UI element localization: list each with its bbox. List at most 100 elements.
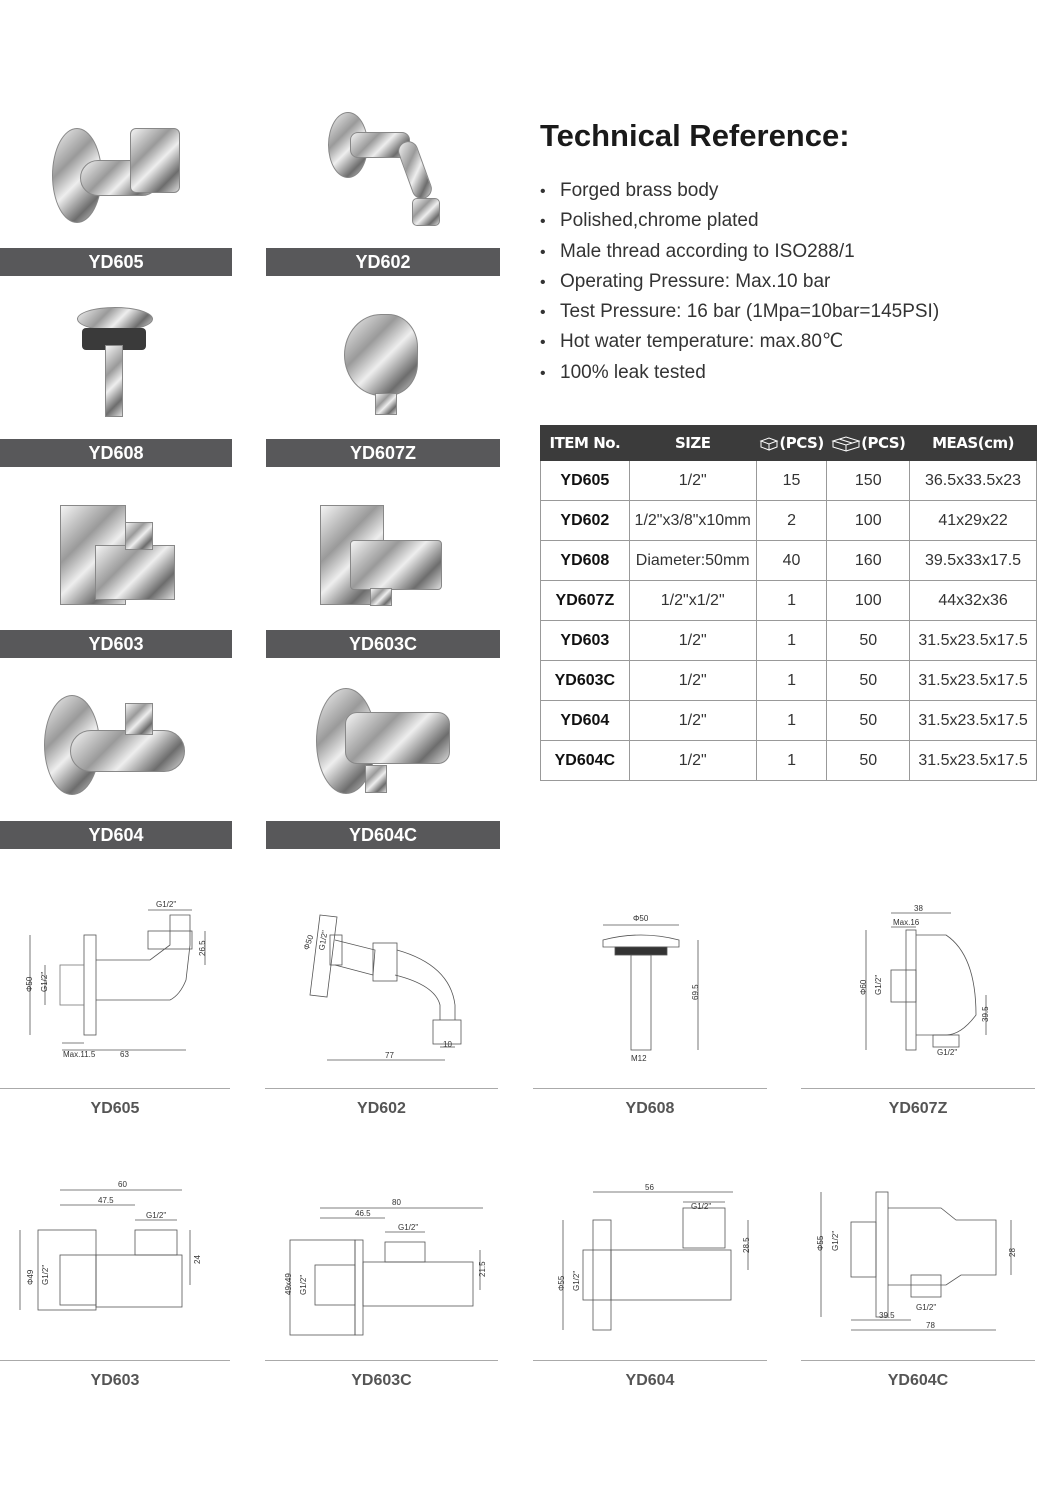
meas-cell: 36.5x33.5x23 (909, 460, 1037, 501)
meas-cell: 31.5x23.5x17.5 (909, 620, 1037, 661)
svg-text:10: 10 (443, 1040, 452, 1049)
size-cell: 1/2" (628, 700, 757, 741)
inner-box-icon (759, 436, 779, 451)
carton-pcs-cell: 50 (826, 740, 911, 781)
drawing-label: YD604 (625, 1372, 675, 1389)
drawing-label: YD603 (90, 1372, 140, 1389)
table-header-row: ITEM No. SIZE (PCS) (PCS) MEAS(cm) (540, 425, 1037, 461)
feature-item: •Forged brass body (540, 176, 939, 206)
svg-text:Φ50: Φ50 (25, 976, 34, 992)
carton-pcs-cell: 50 (826, 700, 911, 741)
bullet-icon: • (540, 243, 546, 261)
product-label: YD603 (0, 630, 232, 658)
svg-text:Max.16: Max.16 (893, 918, 920, 927)
drawing-yd608: Φ50 69.5 M12 (533, 895, 767, 1065)
carton-pcs-cell: 50 (826, 620, 911, 661)
inner-pcs-cell: 1 (755, 620, 828, 661)
bullet-icon: • (540, 273, 546, 291)
inner-pcs-cell: 1 (755, 700, 828, 741)
meas-cell: 44x32x36 (909, 580, 1037, 621)
spec-table: ITEM No. SIZE (PCS) (PCS) MEAS(cm) YD605… (540, 425, 1037, 781)
inner-pcs-cell: 1 (755, 740, 828, 781)
bullet-icon: • (540, 334, 546, 352)
svg-text:G1/2": G1/2" (398, 1223, 418, 1232)
drawing-yd603c: 80 46.5 G1/2" 49x49 G1/2" 21.5 (265, 1180, 498, 1345)
size-cell: 1/2"x3/8"x10mm (628, 500, 757, 541)
svg-text:G1/2": G1/2" (146, 1211, 166, 1220)
drawing-yd607z: 38 Max.16 Φ60 G1/2" 39.5 G1/2" (801, 895, 1035, 1065)
carton-pcs-cell: 150 (826, 460, 911, 501)
product-label: YD605 (0, 248, 232, 276)
feature-item: •Male thread according to ISO288/1 (540, 237, 939, 267)
svg-text:G1/2": G1/2" (572, 1271, 581, 1291)
svg-text:Φ49: Φ49 (26, 1269, 35, 1285)
drawing-yd604: 56 G1/2" Φ55 G1/2" 28.5 (533, 1180, 767, 1345)
size-cell: 1/2" (628, 740, 757, 781)
header-inner-pcs: (PCS) (755, 425, 828, 461)
drawing-label: YD605 (90, 1100, 140, 1117)
product-label: YD602 (266, 248, 500, 276)
svg-text:80: 80 (392, 1198, 401, 1207)
feature-item: •Hot water temperature: max.80℃ (540, 327, 939, 357)
svg-text:38: 38 (914, 904, 923, 913)
drawing-label: YD602 (357, 1100, 406, 1117)
svg-text:60: 60 (118, 1180, 127, 1189)
meas-cell: 41x29x22 (909, 500, 1037, 541)
product-label: YD603C (266, 630, 500, 658)
header-item-no: ITEM No. (540, 425, 630, 461)
svg-text:49x49: 49x49 (284, 1273, 293, 1295)
carton-pcs-cell: 100 (826, 580, 911, 621)
item-no-cell: YD603 (540, 620, 630, 661)
size-cell: 1/2" (628, 620, 757, 661)
divider (533, 1088, 767, 1089)
svg-text:Φ60: Φ60 (859, 979, 868, 995)
svg-text:G1/2": G1/2" (156, 900, 176, 909)
section-title: Technical Reference: (540, 118, 850, 153)
svg-text:28: 28 (1008, 1248, 1017, 1257)
carton-pcs-cell: 50 (826, 660, 911, 701)
divider (265, 1088, 498, 1089)
divider (0, 1360, 230, 1361)
meas-cell: 31.5x23.5x17.5 (909, 660, 1037, 701)
feature-item: •Polished,chrome plated (540, 206, 939, 236)
svg-text:Max.11.5: Max.11.5 (63, 1050, 96, 1059)
feature-item: •100% leak tested (540, 358, 939, 388)
item-no-cell: YD604 (540, 700, 630, 741)
size-cell: 1/2" (628, 660, 757, 701)
item-no-cell: YD608 (540, 540, 630, 581)
svg-text:47.5: 47.5 (98, 1196, 114, 1205)
svg-text:63: 63 (120, 1050, 129, 1059)
svg-text:G1/2": G1/2" (41, 1265, 50, 1285)
svg-text:Φ55: Φ55 (557, 1275, 566, 1291)
size-cell: 1/2" (628, 460, 757, 501)
drawing-label: YD608 (625, 1100, 675, 1117)
meas-cell: 31.5x23.5x17.5 (909, 740, 1037, 781)
svg-text:G1/2": G1/2" (916, 1303, 936, 1312)
feature-item: •Operating Pressure: Max.10 bar (540, 267, 939, 297)
svg-text:G1/2": G1/2" (874, 975, 883, 995)
feature-list: •Forged brass body •Polished,chrome plat… (540, 176, 939, 388)
svg-text:Φ55: Φ55 (816, 1235, 825, 1251)
bullet-icon: • (540, 183, 546, 200)
svg-text:G1/2": G1/2" (937, 1048, 957, 1057)
inner-pcs-cell: 40 (755, 540, 828, 581)
header-size: SIZE (628, 425, 757, 461)
drawing-label: YD603C (351, 1372, 412, 1389)
svg-text:G1/2": G1/2" (831, 1231, 840, 1251)
svg-text:46.5: 46.5 (355, 1209, 371, 1218)
svg-text:G1/2": G1/2" (299, 1275, 308, 1295)
svg-text:26.5: 26.5 (198, 940, 207, 956)
svg-text:G1/2": G1/2" (317, 930, 329, 952)
carton-box-icon (831, 435, 861, 452)
svg-text:Φ50: Φ50 (302, 933, 316, 951)
svg-text:G1/2": G1/2" (40, 972, 49, 992)
header-carton-pcs: (PCS) (826, 425, 911, 461)
svg-text:M12: M12 (631, 1054, 647, 1063)
item-no-cell: YD605 (540, 460, 630, 501)
svg-text:69.5: 69.5 (691, 984, 700, 1000)
